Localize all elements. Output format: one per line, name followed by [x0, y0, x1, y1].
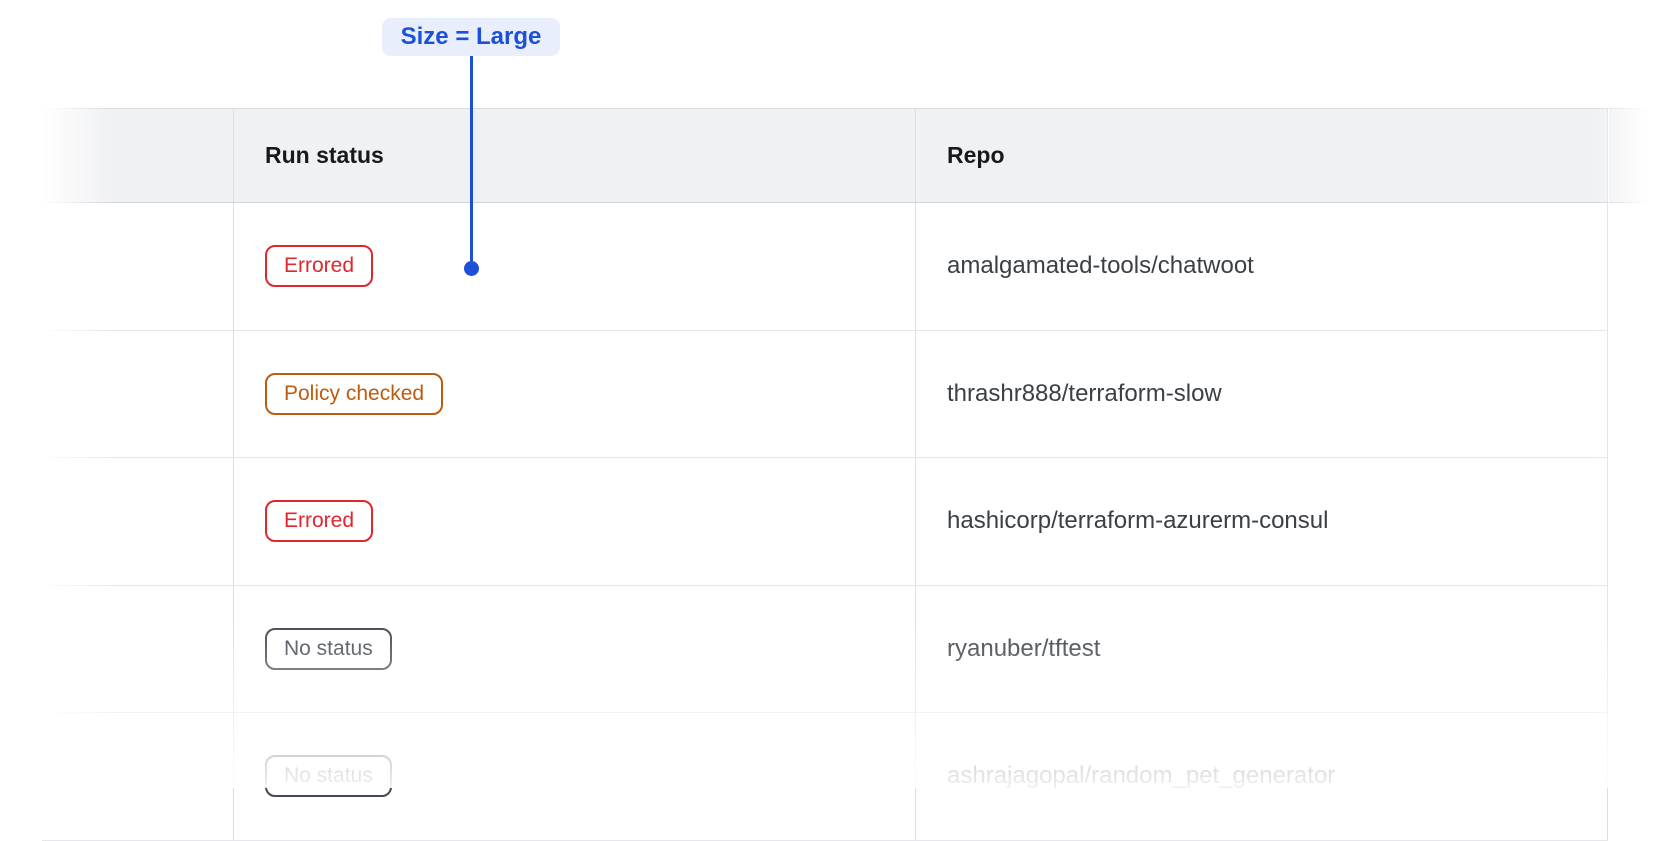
- annotation-dot: [464, 261, 479, 276]
- empty-cell: [42, 586, 233, 713]
- table-row[interactable]: No status ashrajagopal/random_pet_genera…: [42, 713, 1608, 841]
- repo-name: thrashr888/terraform-slow: [947, 379, 1222, 407]
- run-status-cell: Errored: [233, 203, 915, 330]
- empty-cell: [42, 458, 233, 585]
- repo-cell: hashicorp/terraform-azurerm-consul: [915, 458, 1608, 585]
- run-status-badge: Errored: [265, 245, 374, 288]
- next-column-sliver: [1609, 108, 1657, 203]
- column-header-run-status: Run status: [233, 109, 915, 202]
- table-body: Errored amalgamated-tools/chatwoot Polic…: [42, 203, 1608, 841]
- run-status-badge: No status: [265, 755, 392, 798]
- repo-name: hashicorp/terraform-azurerm-consul: [947, 507, 1329, 535]
- column-header-empty: [42, 109, 233, 202]
- repo-cell: amalgamated-tools/chatwoot: [915, 203, 1608, 330]
- run-status-cell: No status: [233, 585, 915, 712]
- table-row[interactable]: Errored amalgamated-tools/chatwoot: [42, 203, 1608, 331]
- run-status-badge: Errored: [265, 500, 374, 543]
- repo-cell: thrashr888/terraform-slow: [915, 330, 1608, 457]
- annotation-line: [470, 56, 473, 261]
- run-status-badge: Policy checked: [265, 372, 444, 415]
- run-status-badge: No status: [265, 627, 392, 670]
- repo-cell: ryanuber/tftest: [915, 585, 1608, 712]
- repo-name: ryanuber/tftest: [947, 634, 1101, 662]
- table-row[interactable]: No status ryanuber/tftest: [42, 585, 1608, 713]
- repo-cell: ashrajagopal/random_pet_generator: [915, 713, 1608, 840]
- empty-cell: [42, 331, 233, 458]
- run-status-cell: No status: [233, 713, 915, 840]
- table-row[interactable]: Errored hashicorp/terraform-azurerm-cons…: [42, 458, 1608, 586]
- table-header-row: Run status Repo: [42, 108, 1608, 203]
- run-status-cell: Policy checked: [233, 330, 915, 457]
- page: Run status Repo Errored amalgamated-tool…: [0, 18, 1672, 841]
- runs-table: Run status Repo Errored amalgamated-tool…: [42, 108, 1608, 841]
- repo-name: ashrajagopal/random_pet_generator: [947, 762, 1336, 790]
- table-row[interactable]: Policy checked thrashr888/terraform-slow: [42, 330, 1608, 458]
- size-annotation-label: Size = Large: [382, 18, 560, 56]
- run-status-cell: Errored: [233, 458, 915, 585]
- column-header-repo: Repo: [915, 109, 1608, 202]
- repo-name: amalgamated-tools/chatwoot: [947, 252, 1254, 280]
- empty-cell: [42, 713, 233, 840]
- empty-cell: [42, 203, 233, 330]
